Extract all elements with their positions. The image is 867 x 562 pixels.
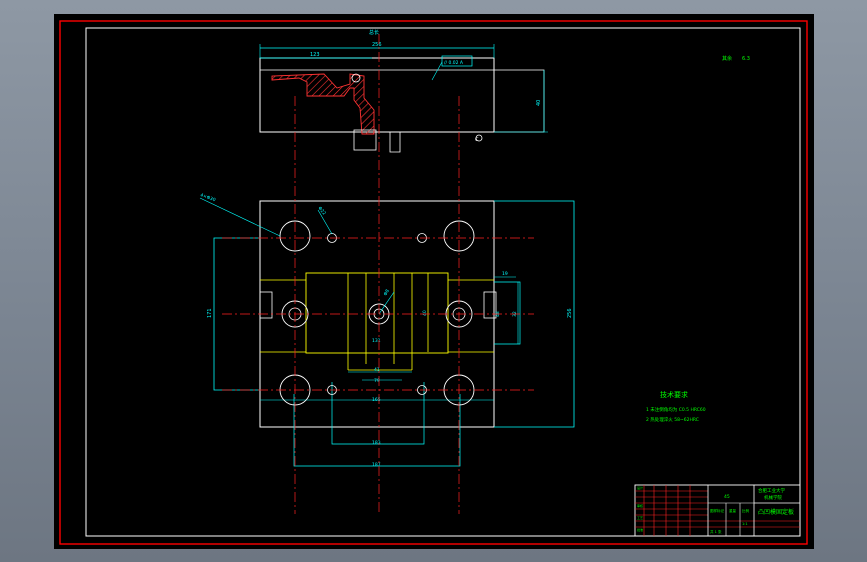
top-label: 总长: [369, 29, 379, 36]
technical-requirements: 技术要求 1 未注倒角均为 C0.5 HRC60 2 热处理淬火 58~62HR…: [646, 390, 706, 423]
tb-designer: 设计: [637, 485, 643, 490]
tb-checker: 审核: [637, 503, 643, 508]
dim-165: 165: [372, 397, 381, 403]
right-dim: 256: [567, 308, 573, 318]
dim-79: 79: [374, 378, 380, 384]
centerlines: [222, 34, 534, 514]
dim-183: 183: [372, 440, 381, 446]
hole-note-small: Φ22: [316, 205, 327, 216]
tech-heading: 技术要求: [660, 390, 688, 399]
die-outline: [305, 272, 449, 354]
tb-approver: 批准: [637, 527, 643, 532]
dim-half: 123: [310, 52, 320, 58]
tb-mark-a: 图样标记: [710, 508, 724, 513]
tb-school: 合肥工业大学: [758, 487, 785, 494]
dim-19: 19: [502, 271, 508, 277]
section-view: 总长 256 123 // 0.02 A 40 C: [259, 29, 548, 153]
dim-41: 41: [374, 367, 380, 373]
side-dim-top: 40: [536, 100, 542, 106]
tb-material: 45: [724, 494, 730, 500]
ref-note: 其余: [722, 55, 732, 62]
tb-mark-c: 比例: [742, 508, 750, 513]
inner-border: [85, 27, 801, 537]
tb-process: 工艺: [637, 515, 643, 520]
guide-hole-tr: [443, 220, 475, 252]
section-letter: C: [475, 137, 479, 143]
left-dim: 171: [207, 308, 213, 318]
cad-drawing: 总长 256 123 // 0.02 A 40 C: [59, 20, 808, 545]
center-dim: Φ8: [383, 288, 391, 297]
tb-sheet: 共 1 张: [710, 529, 722, 534]
cad-viewport[interactable]: 总长 256 123 // 0.02 A 40 C: [54, 14, 814, 549]
dim-131: 131: [372, 338, 381, 344]
tech-item-1: 1 未注倒角均为 C0.5 HRC60: [646, 406, 706, 413]
tolerance-frame: [441, 55, 473, 67]
tech-item-2: 2 热处理淬火 58~62HRC: [646, 416, 699, 423]
dim-40: 40: [422, 310, 428, 316]
tb-mark-b: 重量: [729, 508, 737, 513]
dim-overall: 256: [372, 42, 382, 48]
tb-part-name: 凸凹模固定板: [758, 508, 794, 516]
plan-view: 4×Φ30 Φ22 Φ8 171 256 19 48 32 40 131 41 …: [199, 55, 750, 468]
dim-187: 187: [372, 462, 381, 468]
outer-border: [59, 20, 808, 545]
ref-symbol: 6.3: [742, 56, 750, 62]
hatched-section: [271, 73, 375, 135]
tb-dept: 机械学院: [764, 494, 782, 501]
tb-scale: 1:1: [742, 522, 748, 526]
title-block: 合肥工业大学 机械学院 凸凹模固定板 45 图样标记 重量 比例 1:1 共 1…: [634, 484, 801, 537]
hole-note: 4×Φ30: [199, 192, 216, 203]
tolerance-text: // 0.02 A: [444, 60, 464, 66]
